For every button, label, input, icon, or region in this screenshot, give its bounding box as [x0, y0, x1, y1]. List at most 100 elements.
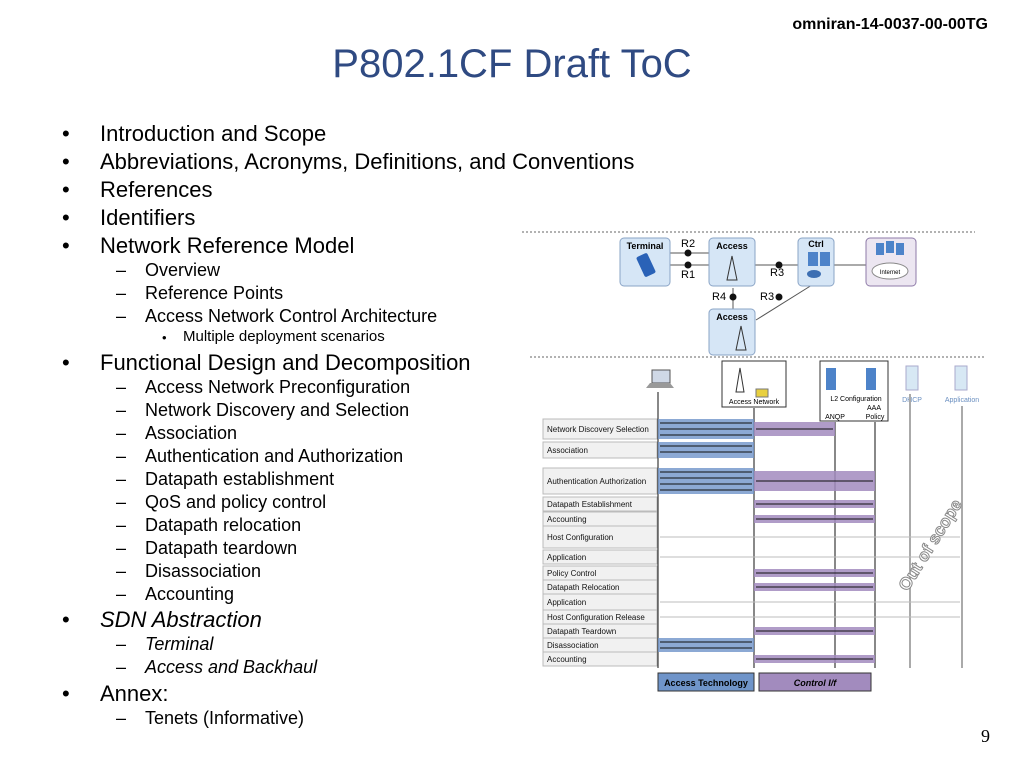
flow-step-label: Host Configuration [547, 533, 613, 542]
l2-config-label: L2 Configuration [830, 396, 881, 403]
toc-item-level-1: References [100, 177, 213, 202]
ref-r3: R3 [770, 267, 784, 279]
toc-bullet: – [116, 400, 127, 420]
flow-step-label: Datapath Relocation [547, 583, 620, 592]
toc-item-level-2: Association [145, 423, 238, 443]
internet-label: Internet [880, 270, 901, 276]
toc-item-level-2: Access Network Control Architecture [145, 306, 438, 326]
flow-step-label: Application [547, 598, 586, 607]
flow-step-label: Application [547, 553, 586, 562]
toc-bullet: – [116, 446, 127, 466]
flow-step-label-box [542, 441, 658, 459]
toc-bullet: – [116, 515, 127, 535]
router-icon [807, 270, 821, 278]
toc-bullet: – [116, 260, 127, 280]
terminal-phone-icon [636, 253, 656, 277]
dhcp-server-icon [905, 365, 919, 391]
toc-item-level-3: Multiple deployment scenarios [183, 328, 385, 345]
toc-item-level-2: Datapath teardown [145, 538, 298, 558]
slide-title: P802.1CF Draft ToC [332, 42, 692, 86]
toc-item-level-1: Functional Design and Decomposition [100, 350, 471, 375]
access-network-label: Access Network [729, 399, 780, 406]
access-technology-segment [658, 638, 754, 652]
ref-r2: R2 [681, 238, 695, 250]
flow-step-label: Policy Control [547, 569, 597, 578]
toc-bullet: – [116, 423, 127, 443]
toc-item-level-2: Overview [145, 260, 221, 280]
page-number: 9 [981, 726, 990, 746]
toc-item-level-2: Access Network Preconfiguration [145, 377, 411, 397]
flow-step-label-box [542, 651, 658, 667]
flow-step-label-box [542, 467, 658, 495]
toc-item-level-2: QoS and policy control [145, 492, 327, 512]
legend-access-label: Access Technology [664, 678, 748, 688]
flow-step-label-box [542, 496, 658, 512]
flow-step-label: Association [547, 446, 588, 455]
toc-bullet: – [116, 306, 127, 326]
toc-bullet: – [116, 492, 127, 512]
ref-r1: R1 [681, 269, 695, 281]
access-box [708, 237, 756, 287]
access-technology-segment [658, 442, 754, 458]
ref-r4: R4 [712, 291, 726, 303]
toc-item-level-2: Reference Points [145, 283, 284, 303]
toc-item-level-2: Authentication and Authorization [145, 446, 404, 466]
toc-item-level-2: Accounting [145, 584, 235, 604]
toc-bullet: – [116, 469, 127, 489]
server-icon [808, 252, 818, 266]
toc-bullet: • [62, 681, 70, 706]
access-network-antenna-icon [735, 367, 745, 393]
toc-item-level-1: SDN Abstraction [100, 607, 262, 632]
toc-item-level-2: Network Discovery and Selection [145, 400, 410, 420]
toc-item-level-2: Access and Backhaul [145, 657, 318, 677]
toc-item-level-1: Introduction and Scope [100, 121, 327, 146]
toc-bullet: • [62, 177, 70, 202]
flow-step-label: Accounting [547, 515, 587, 524]
flow-step-label-box [542, 525, 658, 549]
access-label-2: Access [716, 312, 748, 322]
toc-bullet: – [116, 584, 127, 604]
toc-bullet: – [116, 377, 127, 397]
flow-step-label: Authentication Authorization [547, 477, 646, 486]
access-network-box [721, 360, 787, 408]
out-of-scope-label: Out of scope [895, 496, 966, 594]
anqp-label: ANQP [825, 414, 845, 421]
toc-bullet: – [116, 538, 127, 558]
toc-bullet: – [116, 283, 127, 303]
toc-item-level-2: Datapath establishment [145, 469, 335, 489]
flow-step-label: Network Discovery Selection [547, 425, 649, 434]
toc-bullet: – [116, 708, 127, 728]
flow-step-label: Host Configuration Release [547, 613, 645, 622]
toc-item-level-2: Disassociation [145, 561, 262, 581]
aaa-label: AAA [867, 405, 881, 412]
antenna-icon [726, 255, 738, 281]
toc-bullet: • [62, 233, 70, 258]
toc-item-level-1: Abbreviations, Acronyms, Definitions, an… [100, 149, 635, 174]
terminal-label: Terminal [627, 241, 664, 251]
internet-cloud-icon [871, 262, 909, 280]
legend-control-if [758, 672, 872, 692]
toc-bullet: – [116, 561, 127, 581]
flow-step-label: Datapath Establishment [547, 500, 633, 509]
legend-access-technology [657, 672, 755, 692]
application-label: Application [945, 397, 979, 404]
toc-bullet: – [116, 634, 127, 654]
toc-item-level-2: Tenets (Informative) [145, 708, 305, 728]
document-id: omniran-14-0037-00-00TG [792, 16, 988, 33]
ctrl-label: Ctrl [808, 239, 824, 249]
toc-bullet: • [62, 121, 70, 146]
toc-item-level-2: Terminal [145, 634, 214, 654]
flow-step-label: Datapath Teardown [547, 627, 616, 636]
toc-item-level-1: Network Reference Model [100, 233, 355, 258]
toc-bullet: • [62, 607, 70, 632]
flow-step-label-box [542, 549, 658, 565]
toc-item-level-1: Annex: [100, 681, 169, 706]
toc-item-level-2: Datapath relocation [145, 515, 302, 535]
flow-step-label: Disassociation [547, 641, 599, 650]
toc-bullet: • [62, 350, 70, 375]
laptop-icon [646, 369, 674, 388]
toc-bullet: • [62, 149, 70, 174]
ref-r3-lower: R3 [760, 291, 774, 303]
